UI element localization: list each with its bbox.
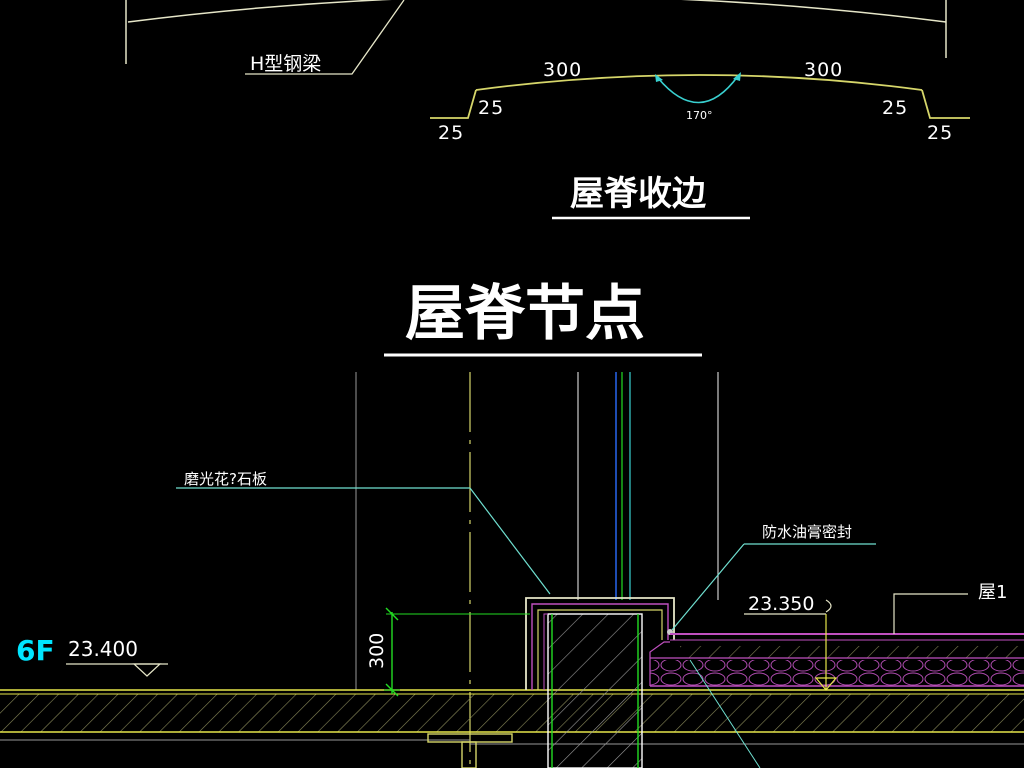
dim-25-c: 25 [882,97,908,119]
parapet-upstand [427,597,675,768]
dim-300-right: 300 [804,59,843,81]
waterproof-seal-label: 防水油膏密封 [762,523,852,541]
angle-label: 170° [686,109,713,122]
dim-300-vertical: 300 [366,633,388,669]
dim-25-a: 25 [478,97,504,119]
dim-25-d: 25 [927,122,953,144]
roof-elevation: 23.350 [748,593,814,615]
title-ridge-trim: 屋脊收边 [570,174,706,214]
floor-elevation: 23.400 [68,637,138,661]
stone-panel-label: 磨光花?石板 [184,470,267,488]
annotations: 磨光花?石板 防水油膏密封 屋1 23.350 [176,470,1007,768]
dim-25-b: 25 [438,122,464,144]
vertical-dimension: 300 [366,607,530,697]
h-beam-label: H型钢梁 [250,53,321,75]
floor-tag: 6F [16,634,55,667]
dim-300-left: 300 [543,59,582,81]
roof-buildup [649,633,1024,687]
top-arc-drawing: H型钢梁 [125,0,947,75]
title-ridge-node: 屋脊节点 [405,279,645,349]
ridge-trim-profile: 300 300 25 25 25 25 170° [430,59,970,144]
roof-tag-label: 屋1 [978,582,1007,603]
floor-level-marker: 6F 23.400 [16,634,168,677]
floor-slab [0,689,1024,745]
